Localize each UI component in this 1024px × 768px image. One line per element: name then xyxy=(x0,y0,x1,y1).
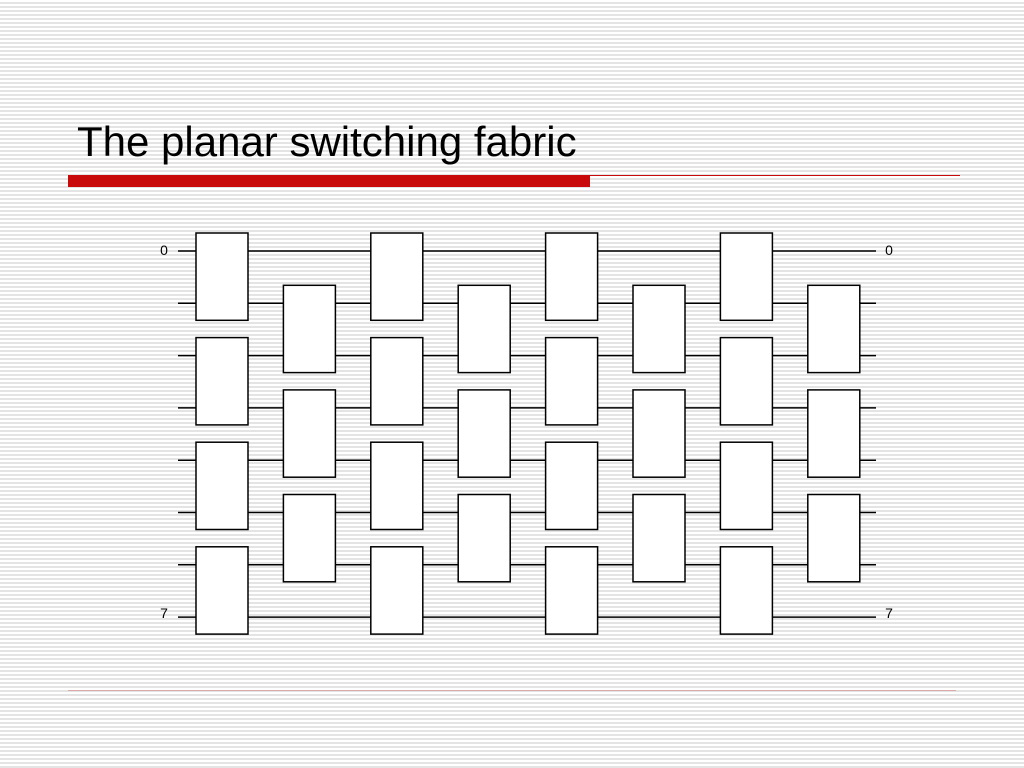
switch-stage0-ports0-1 xyxy=(195,232,249,322)
switch-stage6-ports2-3 xyxy=(719,336,774,426)
switch-stage3-ports3-4 xyxy=(457,389,511,478)
switch-stage3-ports1-2 xyxy=(457,284,511,374)
switch-stage7-ports3-4 xyxy=(807,389,861,478)
switch-layer xyxy=(195,232,861,635)
switch-stage2-ports0-1 xyxy=(370,232,424,322)
output-label-bottom: 7 xyxy=(885,605,893,621)
switch-stage2-ports6-7 xyxy=(370,546,424,635)
footer-divider xyxy=(68,690,956,691)
switch-stage5-ports5-6 xyxy=(632,493,686,583)
switch-stage6-ports0-1 xyxy=(719,232,774,322)
input-label-bottom: 7 xyxy=(160,605,168,621)
switch-stage7-ports5-6 xyxy=(807,493,861,583)
switch-stage1-ports3-4 xyxy=(282,389,337,478)
switch-stage4-ports2-3 xyxy=(544,336,599,426)
switch-stage2-ports2-3 xyxy=(370,336,424,426)
switch-stage0-ports6-7 xyxy=(195,546,249,635)
switch-stage4-ports6-7 xyxy=(544,546,599,635)
switch-stage0-ports4-5 xyxy=(195,441,249,531)
title-underline-thick xyxy=(68,175,590,187)
title-underline-thin xyxy=(590,175,960,176)
input-label-top: 0 xyxy=(160,242,168,258)
switch-stage6-ports4-5 xyxy=(719,441,774,531)
switch-stage3-ports5-6 xyxy=(457,493,511,583)
switch-stage0-ports2-3 xyxy=(195,336,249,426)
switch-stage5-ports1-2 xyxy=(632,284,686,374)
switch-stage6-ports6-7 xyxy=(719,546,774,635)
switch-stage2-ports4-5 xyxy=(370,441,424,531)
switch-stage1-ports5-6 xyxy=(282,493,337,583)
switch-stage7-ports1-2 xyxy=(807,284,861,374)
switch-stage5-ports3-4 xyxy=(632,389,686,478)
switch-stage1-ports1-2 xyxy=(282,284,337,374)
switch-stage4-ports4-5 xyxy=(544,441,599,531)
slide-title: The planar switching fabric xyxy=(77,118,577,165)
output-label-top: 0 xyxy=(885,242,893,258)
switch-stage4-ports0-1 xyxy=(544,232,599,322)
